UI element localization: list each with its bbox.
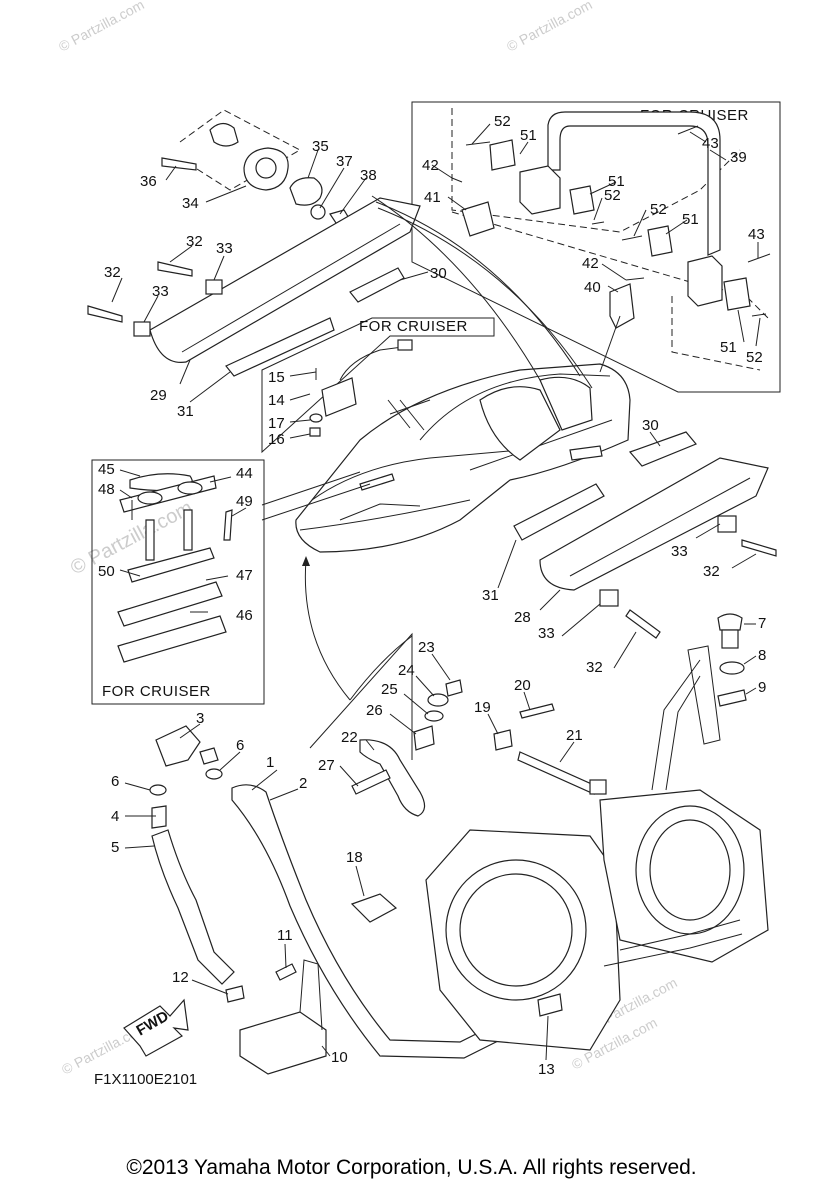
watermark: © Partzilla.com: [504, 0, 595, 55]
callout-41: 41: [424, 189, 441, 206]
callout-37: 37: [336, 153, 353, 170]
callout-12: 12: [172, 969, 189, 986]
callout-5: 5: [111, 839, 119, 856]
fittings-group: [309, 632, 607, 817]
callout-6: 6: [111, 773, 119, 790]
callout-52: 52: [494, 113, 511, 130]
watermark: © Partzilla.com: [56, 0, 147, 55]
for-cruiser-label-left: FOR CRUISER: [102, 683, 211, 700]
callout-26: 26: [366, 702, 383, 719]
callout-18: 18: [346, 849, 363, 866]
drawing-code: F1X1100E2101: [94, 1071, 197, 1088]
callout-36: 36: [140, 173, 157, 190]
callout-21: 21: [566, 727, 583, 744]
callout-42: 42: [422, 157, 439, 174]
callout-25: 25: [381, 681, 398, 698]
callout-14: 14: [268, 392, 285, 409]
callout-33: 33: [152, 283, 169, 300]
pump-housing-group: [425, 613, 769, 1051]
callout-43: 43: [702, 135, 719, 152]
fwd-arrow: FWD: [123, 998, 189, 1057]
callout-42: 42: [582, 255, 599, 272]
callout-52: 52: [746, 349, 763, 366]
callout-29: 29: [150, 387, 167, 404]
callout-51: 51: [608, 173, 625, 190]
callout-43: 43: [748, 226, 765, 243]
callout-46: 46: [236, 607, 253, 624]
callout-38: 38: [360, 167, 377, 184]
callout-32: 32: [586, 659, 603, 676]
callout-27: 27: [318, 757, 335, 774]
for-cruiser-label-middle: FOR CRUISER: [359, 318, 468, 335]
callout-8: 8: [758, 647, 766, 664]
callout-4: 4: [111, 808, 119, 825]
callout-10: 10: [331, 1049, 348, 1066]
callout-40: 40: [584, 279, 601, 296]
callout-24: 24: [398, 662, 415, 679]
callout-35: 35: [312, 138, 329, 155]
callout-11: 11: [277, 927, 293, 944]
callout-31: 31: [482, 587, 499, 604]
callout-7: 7: [758, 615, 766, 632]
callout-49: 49: [236, 493, 253, 510]
callout-28: 28: [514, 609, 531, 626]
callout-9: 9: [758, 679, 766, 696]
callout-51: 51: [720, 339, 737, 356]
callout-13: 13: [538, 1061, 555, 1078]
callout-23: 23: [418, 639, 435, 656]
rub-rail-right: [513, 431, 777, 639]
callout-16: 16: [268, 431, 285, 448]
callout-6: 6: [236, 737, 244, 754]
callout-33: 33: [538, 625, 555, 642]
callout-45: 45: [98, 461, 115, 478]
callout-34: 34: [182, 195, 199, 212]
cruiser-rail-group: FOR CRUISER: [411, 101, 781, 393]
callout-52: 52: [604, 187, 621, 204]
callout-30: 30: [430, 265, 447, 282]
callout-1: 1: [266, 754, 274, 771]
hull: [295, 363, 631, 553]
callout-51: 51: [682, 211, 699, 228]
callout-numbers: 1 2 3 4 5 6 6 7 8 9 10 11 12 13 14 15 16…: [98, 113, 766, 1078]
callout-44: 44: [236, 465, 253, 482]
callout-33: 33: [671, 543, 688, 560]
callout-31: 31: [177, 403, 194, 420]
callout-32: 32: [104, 264, 121, 281]
callout-47: 47: [236, 567, 253, 584]
callout-50: 50: [98, 563, 115, 580]
leader-lines: [111, 123, 761, 1061]
callout-52: 52: [650, 201, 667, 218]
callout-19: 19: [474, 699, 491, 716]
callout-3: 3: [196, 710, 204, 727]
callout-51: 51: [520, 127, 537, 144]
cruiser-cleat-group: FOR CRUISER: [91, 459, 265, 705]
callout-48: 48: [98, 481, 115, 498]
callout-20: 20: [514, 677, 531, 694]
callout-17: 17: [268, 415, 285, 432]
callout-22: 22: [341, 729, 358, 746]
callout-15: 15: [268, 369, 285, 386]
copyright-notice: ©2013 Yamaha Motor Corporation, U.S.A. A…: [126, 1156, 697, 1179]
callout-32: 32: [703, 563, 720, 580]
callout-2: 2: [299, 775, 307, 792]
callout-39: 39: [730, 149, 747, 166]
callout-33: 33: [216, 240, 233, 257]
callout-32: 32: [186, 233, 203, 250]
callout-30: 30: [642, 417, 659, 434]
flange-group: [87, 109, 421, 377]
cruiser-switch-group: FOR CRUISER: [261, 317, 495, 454]
